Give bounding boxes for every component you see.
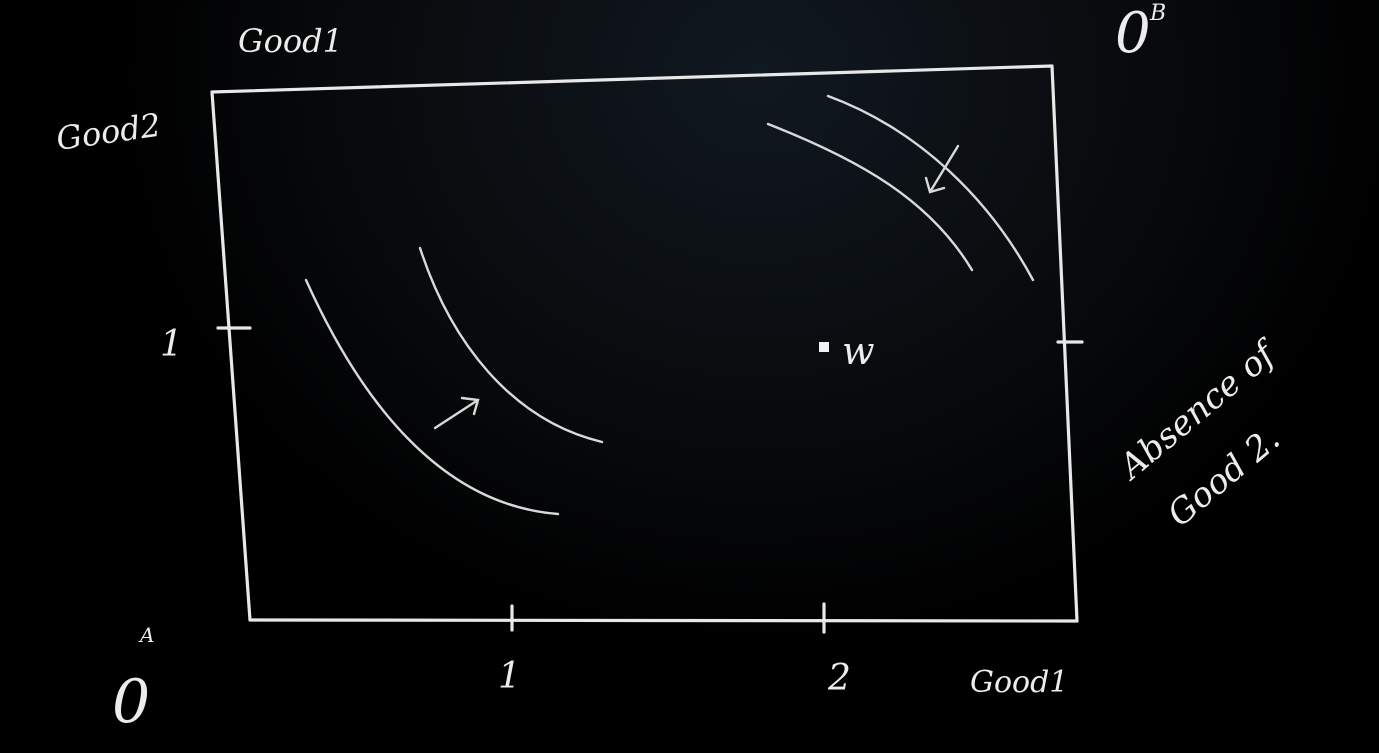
- bottom-axis-label: Good1: [970, 665, 1068, 700]
- top-axis-label: Good1: [238, 22, 343, 60]
- origin-b-label: 0: [1115, 1, 1151, 66]
- edgeworth-box: [210, 64, 1079, 623]
- origin-b-superscript: B: [1149, 1, 1166, 26]
- indifference-curve-a-inner: [304, 278, 560, 516]
- indifference-curve-b-outer: [826, 94, 1035, 282]
- endowment-label: w: [842, 329, 875, 373]
- bottom-tick-label-2: 2: [827, 658, 851, 699]
- left-axis-label: Good2: [54, 106, 163, 158]
- arrow-a-icon: [433, 396, 480, 430]
- endowment-point-marker: [819, 342, 829, 352]
- indifference-curve-a-outer: [418, 246, 604, 444]
- arrow-b-icon: [924, 144, 960, 194]
- origin-a-label: 0: [112, 667, 150, 737]
- origin-a-superscript: A: [138, 623, 154, 647]
- bottom-tick-label-1: 1: [498, 656, 521, 697]
- left-tick-label-1: 1: [160, 324, 183, 365]
- indifference-curve-b-inner: [766, 122, 974, 272]
